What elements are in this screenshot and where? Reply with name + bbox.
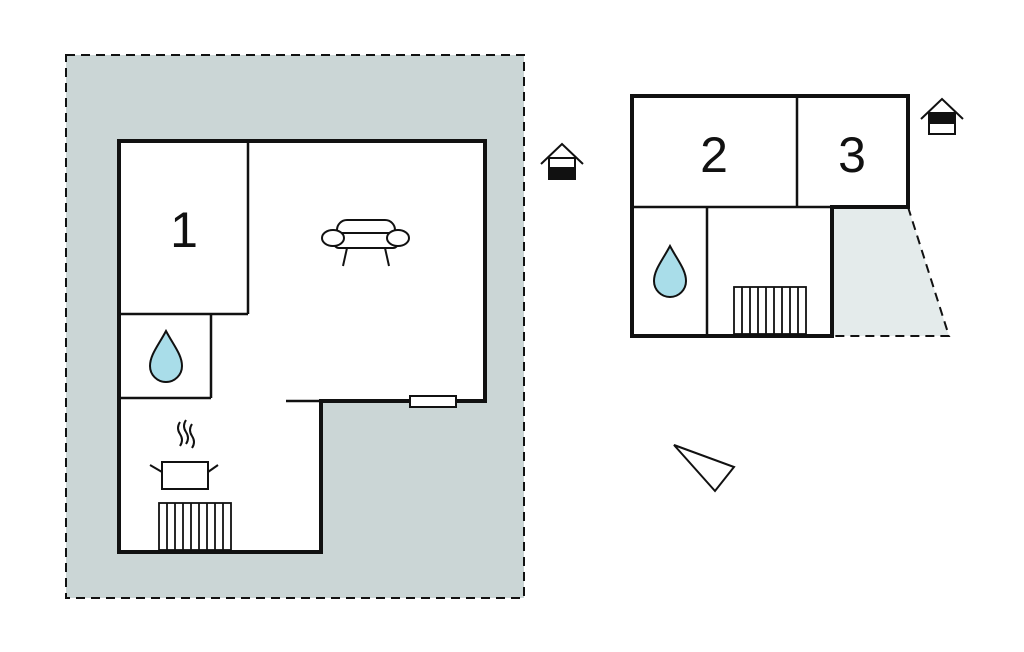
room-label-3: 3 [838, 127, 866, 183]
water-drop-icon [652, 243, 688, 298]
sofa-icon [321, 219, 410, 267]
terrace [832, 207, 949, 336]
house-icon [920, 97, 964, 135]
water-drop-icon [148, 328, 184, 383]
window [409, 395, 457, 408]
room-label-1: 1 [170, 202, 198, 258]
cooking-pot-icon [149, 419, 219, 490]
terrace-edge [832, 206, 951, 337]
room-label-2: 2 [700, 127, 728, 183]
upper-floor-walls [632, 96, 832, 336]
north-arrow-icon [673, 444, 736, 493]
ground-floor-walls [119, 141, 321, 403]
radiator-icon [158, 502, 232, 551]
house-icon [540, 142, 584, 180]
upper-floor: 2 3 [630, 94, 964, 338]
stairs-icon [733, 286, 807, 335]
ground-floor: 1 [65, 54, 584, 599]
